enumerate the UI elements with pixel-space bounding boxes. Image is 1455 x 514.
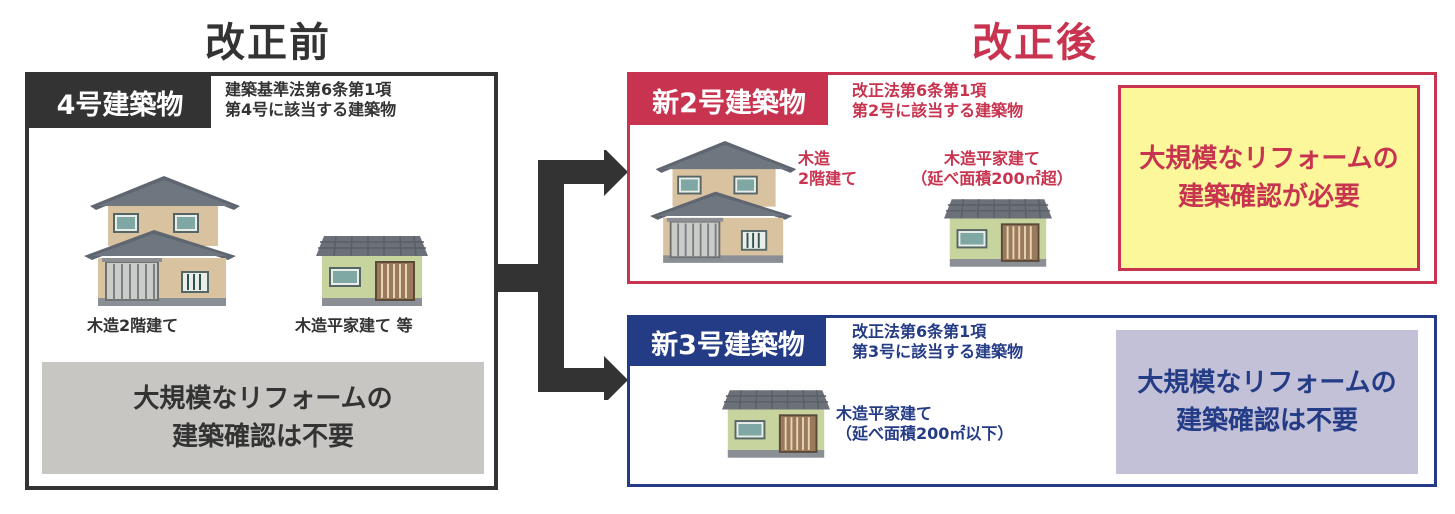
- caption-two-story: 木造2階建て: [87, 316, 179, 335]
- clause-new2: 改正法第6条第1項 第2号に該当する建築物: [852, 81, 1023, 121]
- clause-new2-line1: 改正法第6条第1項: [852, 81, 987, 100]
- clause-new3-line1: 改正法第6条第1項: [852, 322, 987, 341]
- caption-new2-one-story-line1: 木造平家建て: [943, 149, 1040, 168]
- verdict-new2-line1: 大規模なリフォームの: [1139, 144, 1399, 174]
- tag-new-2go: 新2号建築物: [630, 75, 828, 125]
- caption-new3-one-story-line2: （延べ面積200㎡以下）: [836, 424, 1014, 443]
- heading-after: 改正後: [972, 20, 1098, 66]
- caption-one-story: 木造平家建て 等: [295, 316, 413, 335]
- clause-new3: 改正法第6条第1項 第3号に該当する建築物: [852, 322, 1023, 362]
- two-story-house-icon: [650, 139, 800, 263]
- clause-before: 建築基準法第6条第1項 第4号に該当する建築物: [225, 80, 396, 120]
- caption-new2-two-story-line1: 木造: [798, 149, 831, 168]
- verdict-new3-line2: 建築確認は不要: [1175, 406, 1358, 436]
- caption-new2-one-story-line2: （延べ面積200㎡超）: [911, 169, 1073, 188]
- tag-4go: 4号建築物: [29, 76, 211, 128]
- caption-new2-one-story: 木造平家建て （延べ面積200㎡超）: [892, 149, 1092, 189]
- verdict-new3: 大規模なリフォームの 建築確認は不要: [1116, 330, 1418, 474]
- panel-new-3go: 新3号建築物 改正法第6条第1項 第3号に該当する建築物 木造平家建て （延べ面…: [627, 315, 1437, 487]
- caption-new3-one-story: 木造平家建て （延べ面積200㎡以下）: [836, 404, 1013, 444]
- heading-before: 改正前: [205, 20, 331, 66]
- clause-before-line1: 建築基準法第6条第1項: [225, 80, 392, 99]
- clause-new3-line2: 第3号に該当する建築物: [852, 342, 1024, 361]
- two-story-house-icon: [84, 174, 244, 306]
- panel-new-2go: 新2号建築物 改正法第6条第1項 第2号に該当する建築物 木造 2階建て 木造平…: [627, 72, 1437, 284]
- caption-new2-two-story-line2: 2階建て: [798, 169, 858, 188]
- verdict-new3-line1: 大規模なリフォームの: [1137, 368, 1397, 398]
- verdict-new2-line2: 建築確認が必要: [1177, 182, 1360, 212]
- panel-before-revision: 4号建築物 建築基準法第6条第1項 第4号に該当する建築物 木造2階建て 木造平…: [25, 72, 498, 490]
- one-story-house-icon: [722, 388, 830, 458]
- bracket-arrow-icon: [496, 150, 628, 400]
- one-story-house-icon: [316, 234, 428, 306]
- verdict-new2: 大規模なリフォームの 建築確認が必要: [1118, 85, 1420, 271]
- clause-new2-line2: 第2号に該当する建築物: [852, 101, 1024, 120]
- tag-new-3go: 新3号建築物: [630, 318, 826, 366]
- caption-new2-two-story: 木造 2階建て: [798, 149, 857, 189]
- verdict-before-line2: 建築確認は不要: [171, 422, 354, 452]
- verdict-before: 大規模なリフォームの 建築確認は不要: [42, 362, 484, 474]
- clause-before-line2: 第4号に該当する建築物: [225, 100, 397, 119]
- verdict-before-line1: 大規模なリフォームの: [133, 384, 393, 414]
- caption-new3-one-story-line1: 木造平家建て: [836, 404, 933, 423]
- one-story-house-icon: [944, 197, 1052, 267]
